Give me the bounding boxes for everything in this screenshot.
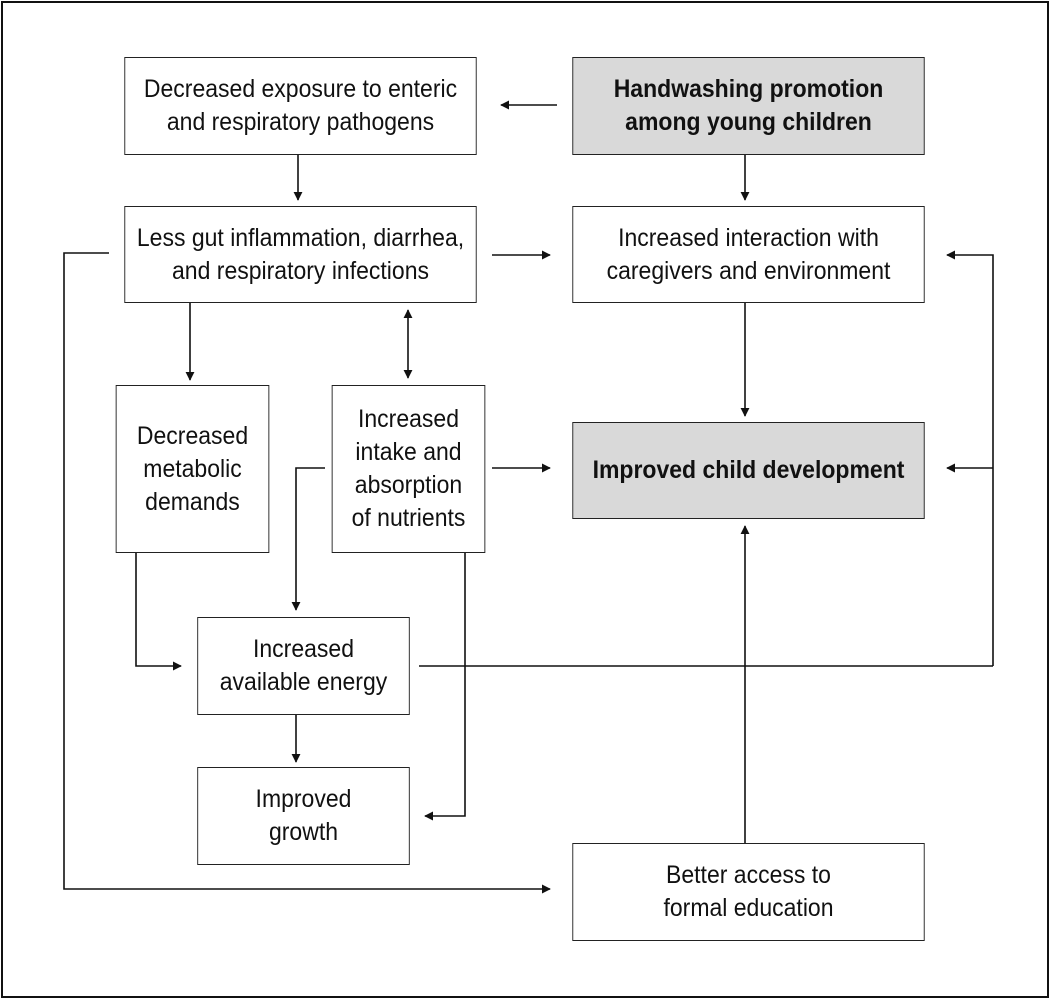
improved-development-label: Improved child development (592, 456, 905, 484)
better-access-label: Better access to formal education (663, 861, 834, 922)
decreased-metabolic-box: Decreased metabolic demands (115, 385, 270, 553)
increased-intake-label: Increased intake and absorption of nutri… (351, 405, 466, 532)
arrow-intake-to-energy (291, 467, 325, 611)
arrow-metabolic-to-energy (135, 553, 182, 671)
increased-intake-box: Increased intake and absorption of nutri… (331, 385, 486, 553)
arrow-intake-to-growth (424, 553, 466, 821)
increased-interaction-box: Increased interaction with caregivers an… (572, 206, 925, 303)
arrow-feedback-to-interaction (946, 250, 994, 666)
less-gut-inflammation-box: Less gut inflammation, diarrhea, and res… (124, 206, 477, 303)
decreased-exposure-label: Decreased exposure to enteric and respir… (143, 75, 458, 136)
arrow-less-gut-to-education (63, 252, 551, 894)
improved-growth-box: Improved growth (197, 767, 410, 865)
handwashing-promotion-label: Handwashing promotion among young childr… (613, 75, 884, 136)
improved-development-box: Improved child development (572, 422, 925, 519)
handwashing-promotion-box: Handwashing promotion among young childr… (572, 57, 925, 155)
better-access-box: Better access to formal education (572, 843, 925, 941)
improved-growth-label: Improved growth (255, 785, 352, 846)
decreased-exposure-box: Decreased exposure to enteric and respir… (124, 57, 477, 155)
available-energy-box: Increased available energy (197, 617, 410, 715)
less-gut-inflammation-label: Less gut inflammation, diarrhea, and res… (136, 223, 465, 285)
increased-interaction-label: Increased interaction with caregivers an… (606, 223, 891, 285)
decreased-metabolic-label: Decreased metabolic demands (136, 421, 249, 516)
available-energy-label: Increased available energy (219, 635, 388, 696)
